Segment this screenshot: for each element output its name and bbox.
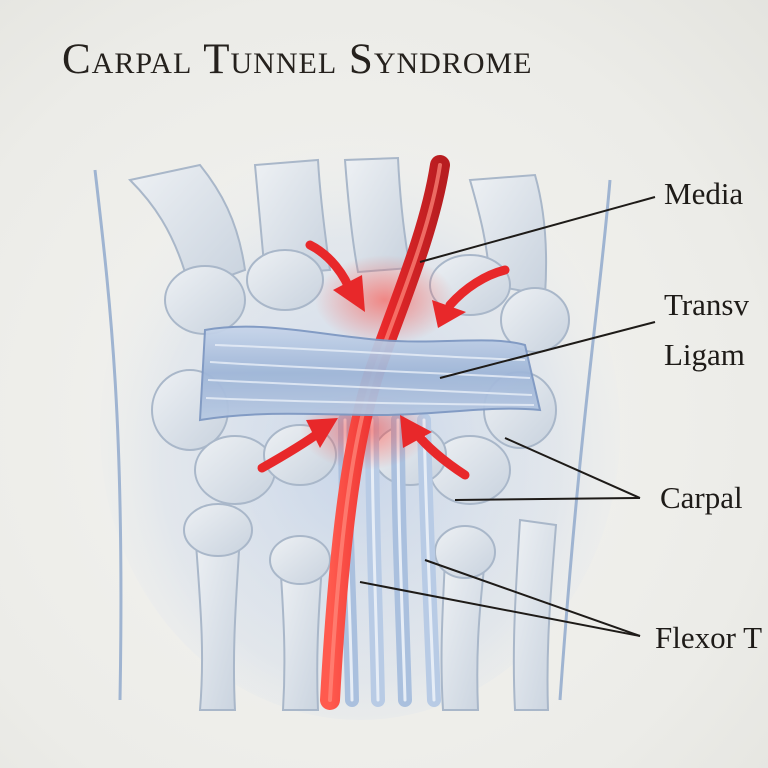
arrow-lower-right bbox=[400, 415, 470, 480]
leader-lines bbox=[359, 196, 656, 637]
label-median-nerve: Media bbox=[664, 176, 744, 211]
leader-line-carpal-1 bbox=[504, 437, 641, 499]
leader-line-flexor-2 bbox=[424, 559, 641, 637]
hand-outline-left bbox=[93, 169, 123, 701]
compression-arrows bbox=[257, 240, 510, 480]
leader-line-median bbox=[419, 196, 656, 263]
label-transverse-ligament-line1: Transv bbox=[664, 287, 749, 322]
label-flexor-tendons: Flexor T bbox=[655, 620, 763, 655]
arrow-upper-left bbox=[305, 240, 365, 312]
transverse-carpal-ligament bbox=[198, 325, 542, 422]
metacarpal-bones bbox=[183, 503, 558, 711]
leader-line-flexor-1 bbox=[359, 581, 641, 637]
hand-outline-right bbox=[558, 179, 612, 701]
leader-line-ligament bbox=[439, 321, 656, 379]
compression-glow-upper bbox=[315, 255, 455, 345]
leader-line-carpal-2 bbox=[454, 497, 641, 501]
label-transverse-ligament-line2: Ligam bbox=[664, 337, 745, 372]
arrow-upper-right bbox=[432, 265, 510, 328]
diagram-title: Carpal Tunnel Syndrome bbox=[62, 36, 533, 83]
label-carpal-bones: Carpal bbox=[660, 480, 743, 515]
arrow-lower-left bbox=[257, 418, 338, 473]
